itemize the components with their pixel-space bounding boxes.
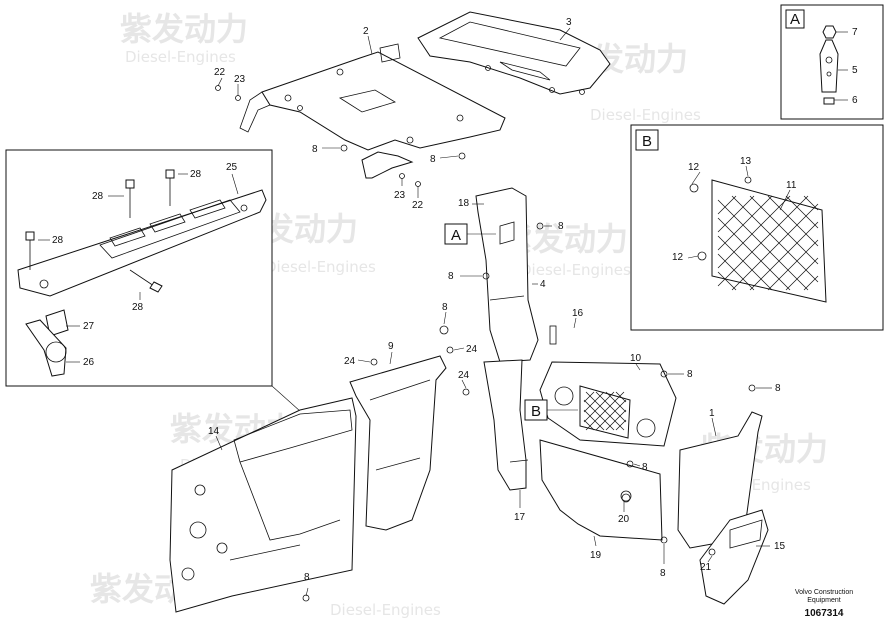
svg-text:28: 28: [132, 302, 144, 313]
callout: 8: [448, 271, 454, 282]
credit-block: Volvo Construction Equipment 1067314: [795, 589, 853, 619]
credit-line-2: Equipment: [807, 597, 841, 604]
fasteners: [215, 85, 756, 602]
panel-19-part: [539, 439, 663, 541]
svg-text:Diesel-Engines: Diesel-Engines: [125, 48, 236, 66]
detail-a-label: A: [790, 11, 800, 28]
cover-part: [417, 11, 611, 95]
callout: 15: [774, 541, 786, 552]
callout: 20: [618, 514, 630, 525]
svg-text:6: 6: [852, 95, 858, 106]
detail-b-label: B: [642, 133, 652, 150]
callout: 18: [458, 198, 470, 209]
callout: 10: [630, 353, 642, 364]
svg-text:7: 7: [852, 27, 858, 38]
svg-text:26: 26: [83, 357, 95, 368]
svg-text:28: 28: [190, 169, 202, 180]
leader-lines: [215, 27, 772, 597]
svg-text:B: B: [531, 403, 541, 420]
callout: 23: [394, 190, 406, 201]
callout: 21: [700, 562, 712, 573]
callout: 8: [312, 144, 318, 155]
svg-text:11: 11: [786, 180, 797, 191]
callout: 24: [458, 370, 470, 381]
callout: 8: [660, 568, 666, 579]
callout: 3: [566, 17, 572, 28]
callout: 22: [412, 200, 424, 211]
callout: 22: [214, 67, 226, 78]
svg-text:28: 28: [92, 191, 104, 202]
floor-plate-part: [239, 43, 506, 179]
callout: 8: [304, 572, 310, 583]
callout: 8: [442, 302, 448, 313]
air-duct-part: [475, 187, 539, 491]
svg-text:5: 5: [852, 65, 858, 76]
svg-text:Diesel-Engines: Diesel-Engines: [330, 601, 441, 619]
callout: 23: [234, 74, 246, 85]
callout-labels: 2 3 22 23 8 8 23 22 18 8 8 4 8 9 24 24 2…: [208, 17, 786, 583]
svg-text:Diesel-Engines: Diesel-Engines: [520, 261, 631, 279]
callout: 2: [363, 26, 369, 37]
callout: 1: [709, 408, 715, 419]
svg-text:28: 28: [52, 235, 64, 246]
zoom-box: 25 28 28 28 28 27 26: [5, 149, 311, 421]
marker-a: A: [444, 223, 496, 245]
callout: 8: [558, 221, 564, 232]
side-panel-part: [169, 397, 357, 613]
callout: 8: [687, 369, 693, 380]
callout: 19: [590, 550, 602, 561]
panel-9-part: [349, 355, 447, 531]
callout: 8: [775, 383, 781, 394]
detail-box-b: B 12 13 11 12: [630, 124, 884, 331]
panel-1-part: [677, 411, 763, 549]
detail-box-a: A 7 5 6: [780, 4, 884, 120]
svg-text:A: A: [451, 227, 461, 244]
svg-text:Diesel-Engines: Diesel-Engines: [590, 106, 701, 124]
callout: 14: [208, 426, 220, 437]
callout: 8: [642, 462, 648, 473]
marker-b: B: [524, 399, 578, 421]
callout: 8: [430, 154, 436, 165]
callout: 16: [572, 308, 584, 319]
svg-text:12: 12: [688, 162, 700, 173]
callout: 17: [514, 512, 526, 523]
svg-text:25: 25: [226, 162, 238, 173]
panel-10-part: [539, 361, 677, 447]
svg-text:紫发动力: 紫发动力: [120, 10, 248, 48]
callout: 4: [540, 279, 546, 290]
svg-text:Diesel-Engines: Diesel-Engines: [265, 258, 376, 276]
callout: 24: [344, 356, 356, 367]
svg-text:12: 12: [672, 252, 684, 263]
panel-15-part: [699, 509, 769, 605]
callout: 24: [466, 344, 478, 355]
svg-text:27: 27: [83, 321, 95, 332]
callout: 9: [388, 341, 394, 352]
credit-line-1: Volvo Construction: [795, 589, 853, 596]
document-number: 1067314: [805, 608, 844, 619]
svg-text:13: 13: [740, 156, 752, 167]
